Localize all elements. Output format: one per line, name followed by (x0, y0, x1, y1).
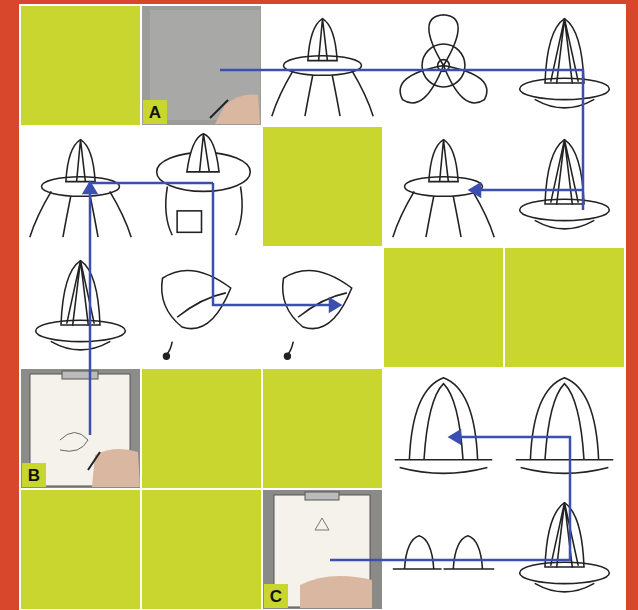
frame-label: B (22, 463, 46, 487)
frame-letter: B (28, 467, 40, 484)
design-path (84, 70, 583, 560)
video-frame (274, 492, 372, 608)
frame-label: C (264, 584, 288, 608)
video-frame (30, 371, 140, 487)
frame-label: A (143, 100, 167, 124)
sketch (30, 15, 613, 592)
frame-letter: A (149, 104, 161, 121)
frame-letter: C (270, 588, 282, 605)
